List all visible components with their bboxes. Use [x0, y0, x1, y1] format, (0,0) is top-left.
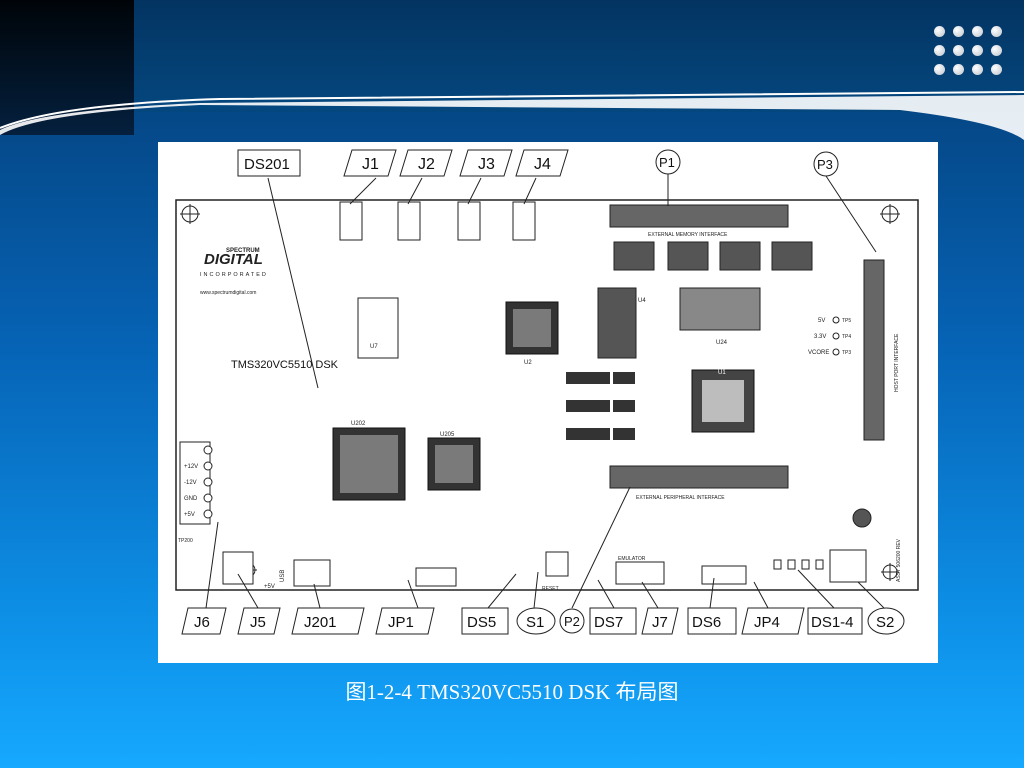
pcb-diagram: SPECTRUM DIGITAL INCORPORATED www.spectr…	[175, 149, 919, 635]
brand-top-text: SPECTRUM	[226, 248, 260, 254]
board-layout-figure: SPECTRUM DIGITAL INCORPORATED www.spectr…	[158, 142, 938, 663]
u4-label: U4	[638, 298, 646, 304]
callout-s1: S1	[526, 614, 544, 631]
callout-boxes-top	[237, 149, 839, 177]
emulator-header	[615, 561, 665, 585]
callout-j3: J3	[478, 156, 495, 173]
callout-j4: J4	[534, 156, 551, 173]
callout-ds201: DS201	[244, 156, 290, 173]
callout-jp1: JP1	[388, 614, 414, 631]
mem-if-label: EXTERNAL MEMORY INTERFACE	[648, 232, 728, 238]
callout-ds6: DS6	[692, 614, 721, 631]
callout-p1: P1	[659, 155, 675, 170]
sdram-chip	[597, 287, 637, 359]
u7-chip	[357, 297, 399, 359]
dark-corner-panel	[0, 0, 134, 135]
usb-port	[293, 559, 331, 587]
tp5-icon	[832, 316, 840, 324]
reset-label: RESET	[542, 586, 559, 592]
u2-label: U2	[524, 360, 532, 366]
callout-p2: P2	[564, 614, 580, 629]
jp1-header	[415, 567, 457, 587]
tp3-name: TP3	[842, 350, 851, 356]
peripheral-connector	[609, 465, 789, 489]
callout-j5: J5	[250, 614, 266, 631]
tp3-icon	[832, 348, 840, 356]
led-row	[773, 559, 824, 570]
callout-jp4: JP4	[754, 614, 780, 631]
u7-label: U7	[370, 344, 378, 350]
assy-label: ASSY 506200 REV	[896, 538, 902, 582]
j5-jack	[222, 551, 254, 585]
tp4-name: TP4	[842, 334, 851, 340]
reset-button-s1	[545, 551, 569, 577]
tp4-icon	[832, 332, 840, 340]
callout-j2: J2	[418, 156, 435, 173]
callout-j6: J6	[194, 614, 210, 631]
callout-j7: J7	[652, 614, 668, 631]
hpi-if-label: HOST PORT INTERFACE	[894, 333, 900, 392]
callout-j201: J201	[304, 614, 337, 631]
brand-url-text: www.spectrumdigital.com	[200, 290, 256, 296]
callout-j1: J1	[362, 156, 379, 173]
power-label-neg12v: -12V	[184, 480, 197, 486]
mounting-hole-icons	[180, 204, 900, 581]
audio-jacks	[339, 201, 536, 241]
power-pins	[203, 445, 213, 519]
dip-switch-s2	[829, 549, 867, 583]
jp4-header	[701, 565, 747, 585]
tp5-name: TP5	[842, 318, 851, 324]
tp200-label: TP200	[178, 538, 193, 544]
tp5v-label: 5V	[818, 318, 825, 324]
u205-label: U205	[440, 432, 455, 438]
hpi-connector	[863, 259, 885, 441]
inductor-l10	[852, 508, 872, 528]
callout-p3: P3	[817, 157, 833, 172]
dot-grid-icon	[934, 26, 1006, 76]
brand-sub-text: INCORPORATED	[200, 272, 268, 278]
board-name-text: TMS320VC5510 DSK	[231, 359, 339, 371]
u24-chip	[679, 287, 761, 331]
tp33v-label: 3.3V	[814, 334, 826, 340]
callout-ds5: DS5	[467, 614, 496, 631]
periph-if-label: EXTERNAL PERIPHERAL INTERFACE	[636, 495, 725, 501]
tpvcore-label: VCORE	[808, 350, 829, 356]
callout-ds7: DS7	[594, 614, 623, 631]
u24-label: U24	[716, 340, 728, 346]
power-label-5v: +5V	[184, 512, 195, 518]
usb-label: USB	[280, 570, 286, 582]
callout-s2: S2	[876, 614, 894, 631]
brand-logo-text: DIGITAL	[204, 251, 263, 268]
emulator-label: EMULATOR	[618, 556, 646, 562]
callout-ds1-4: DS1-4	[811, 614, 854, 631]
figure-caption: 图1-2-4 TMS320VC5510 DSK 布局图	[345, 680, 679, 704]
u202-label: U202	[351, 421, 366, 427]
plus5v-label: +5V	[264, 584, 275, 590]
u1-label: U1	[718, 370, 726, 376]
callout-lines	[205, 174, 885, 609]
power-label-gnd: GND	[184, 496, 198, 502]
power-label-12v: +12V	[184, 464, 198, 470]
logic-chips	[566, 372, 635, 440]
header-swoosh	[0, 91, 1024, 140]
memory-chip-row	[613, 241, 813, 271]
memory-connector	[609, 204, 789, 228]
callout-boxes-bottom	[181, 607, 905, 635]
